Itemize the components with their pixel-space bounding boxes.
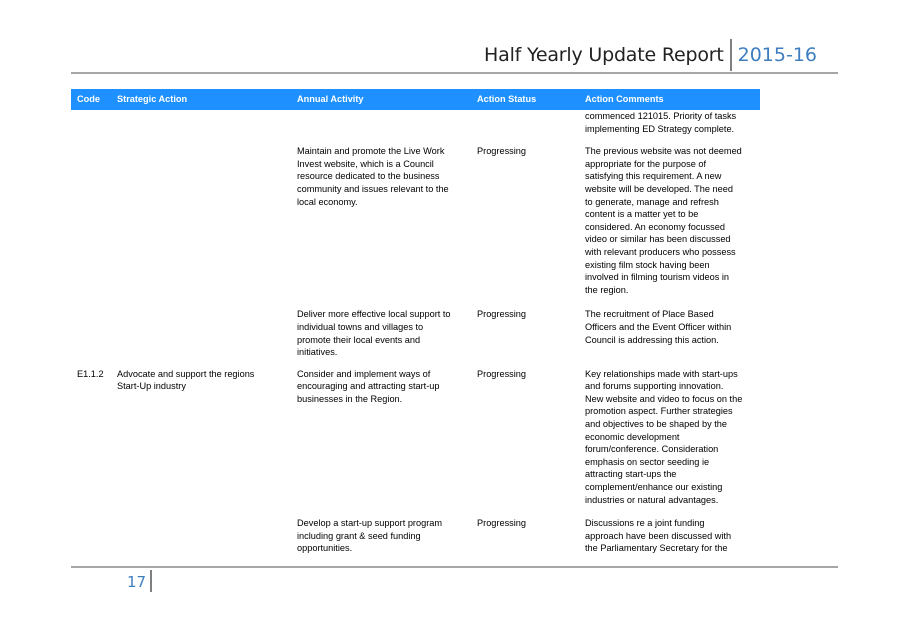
header-divider [729,39,732,71]
cell-code: E1.1.2 [77,368,104,379]
header-action-comments: Action Comments [585,94,664,105]
cell-annual-activity: Develop a start-up support program inclu… [297,518,443,554]
cell-annual-activity: Deliver more effective local support to … [297,309,451,358]
report-year: 2015-16 [737,44,817,66]
report-header: Half Yearly Update Report 2015-16 [484,38,817,72]
cell-strategic-action: Advocate and support the regions Start-U… [117,368,255,392]
table-header-row: Code Strategic Action Annual Activity Ac… [71,89,760,110]
table-row: Maintain and promote the Live Work Inves… [71,145,760,296]
cell-action-status: Progressing [477,368,527,379]
table-row: Develop a start-up support program inclu… [71,517,760,555]
header-strategic-action: Strategic Action [117,94,188,105]
table-row: commenced 121015. Priority of tasks impl… [71,110,760,135]
cell-action-comments: The previous website was not deemed appr… [585,146,742,295]
header-code: Code [77,94,100,105]
action-table: Code Strategic Action Annual Activity Ac… [71,89,760,555]
header-action-status: Action Status [477,94,537,105]
cell-action-comments: The recruitment of Place Based Officers … [585,309,732,345]
cell-action-status: Progressing [477,518,527,529]
footer-rule [71,566,838,568]
footer-divider [150,570,152,592]
report-title: Half Yearly Update Report [484,44,724,66]
cell-annual-activity: Maintain and promote the Live Work Inves… [297,146,449,207]
cell-action-comments: Key relationships made with start-ups an… [585,368,743,505]
cell-action-status: Progressing [477,309,527,320]
cell-action-comments: Discussions re a joint funding approach … [585,518,732,554]
header-annual-activity: Annual Activity [297,94,364,105]
cell-annual-activity: Consider and implement ways of encouragi… [297,368,440,404]
cell-action-status: Progressing [477,146,527,157]
cell-action-comments: commenced 121015. Priority of tasks impl… [585,111,737,134]
header-rule [71,72,838,74]
page-number: 17 [127,573,147,591]
table-row: E1.1.2 Advocate and support the regions … [71,368,760,507]
table-row: Deliver more effective local support to … [71,308,760,358]
